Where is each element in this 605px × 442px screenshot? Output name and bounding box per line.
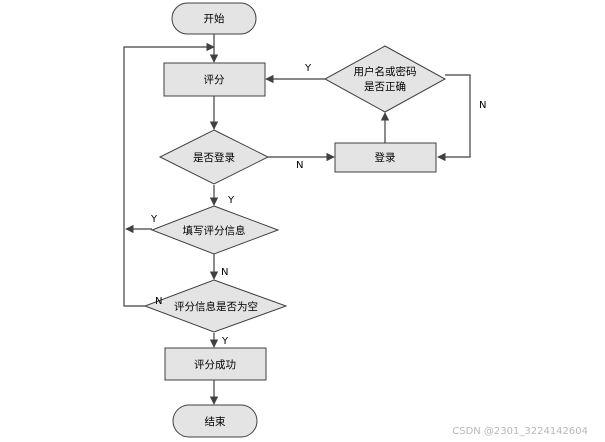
end-label: 结束 (205, 415, 226, 428)
check-credentials-label-line2: 是否正确 (364, 80, 406, 93)
login-no-label: N (296, 160, 303, 171)
check-empty-label: 评分信息是否为空 (174, 300, 258, 313)
check-empty-decision: 评分信息是否为空 (143, 279, 288, 333)
fill-yes-label: Y (150, 214, 158, 225)
start-label: 开始 (204, 12, 225, 25)
success-node: 评分成功 (164, 347, 267, 381)
login-node: 登录 (334, 142, 437, 173)
credentials-yes-label: Y (304, 63, 312, 74)
success-label: 评分成功 (194, 359, 236, 371)
check-credentials-label-line1: 用户名或密码 (354, 65, 417, 78)
edge-check-empty-loop-to-rate (123, 42, 215, 307)
rate-node: 评分 (163, 62, 266, 97)
empty-no-label: N (155, 296, 162, 307)
start-node: 开始 (171, 2, 257, 35)
fill-no-label: N (221, 267, 228, 278)
fill-rating-label: 填写评分信息 (183, 224, 246, 237)
check-login-label: 是否登录 (193, 151, 235, 164)
end-node: 结束 (172, 404, 258, 438)
login-label: 登录 (375, 151, 396, 164)
edge-credentials-no-to-login (437, 74, 471, 162)
credentials-no-label: N (479, 100, 486, 111)
rate-label: 评分 (204, 74, 225, 86)
login-yes-label: Y (227, 195, 235, 206)
check-login-decision: 是否登录 (158, 129, 270, 185)
watermark: CSDN @2301_3224142604 (452, 426, 588, 437)
check-credentials-decision: 用户名或密码 是否正确 (323, 45, 447, 113)
fill-rating-decision: 填写评分信息 (150, 205, 280, 255)
empty-yes-label: Y (221, 336, 229, 347)
